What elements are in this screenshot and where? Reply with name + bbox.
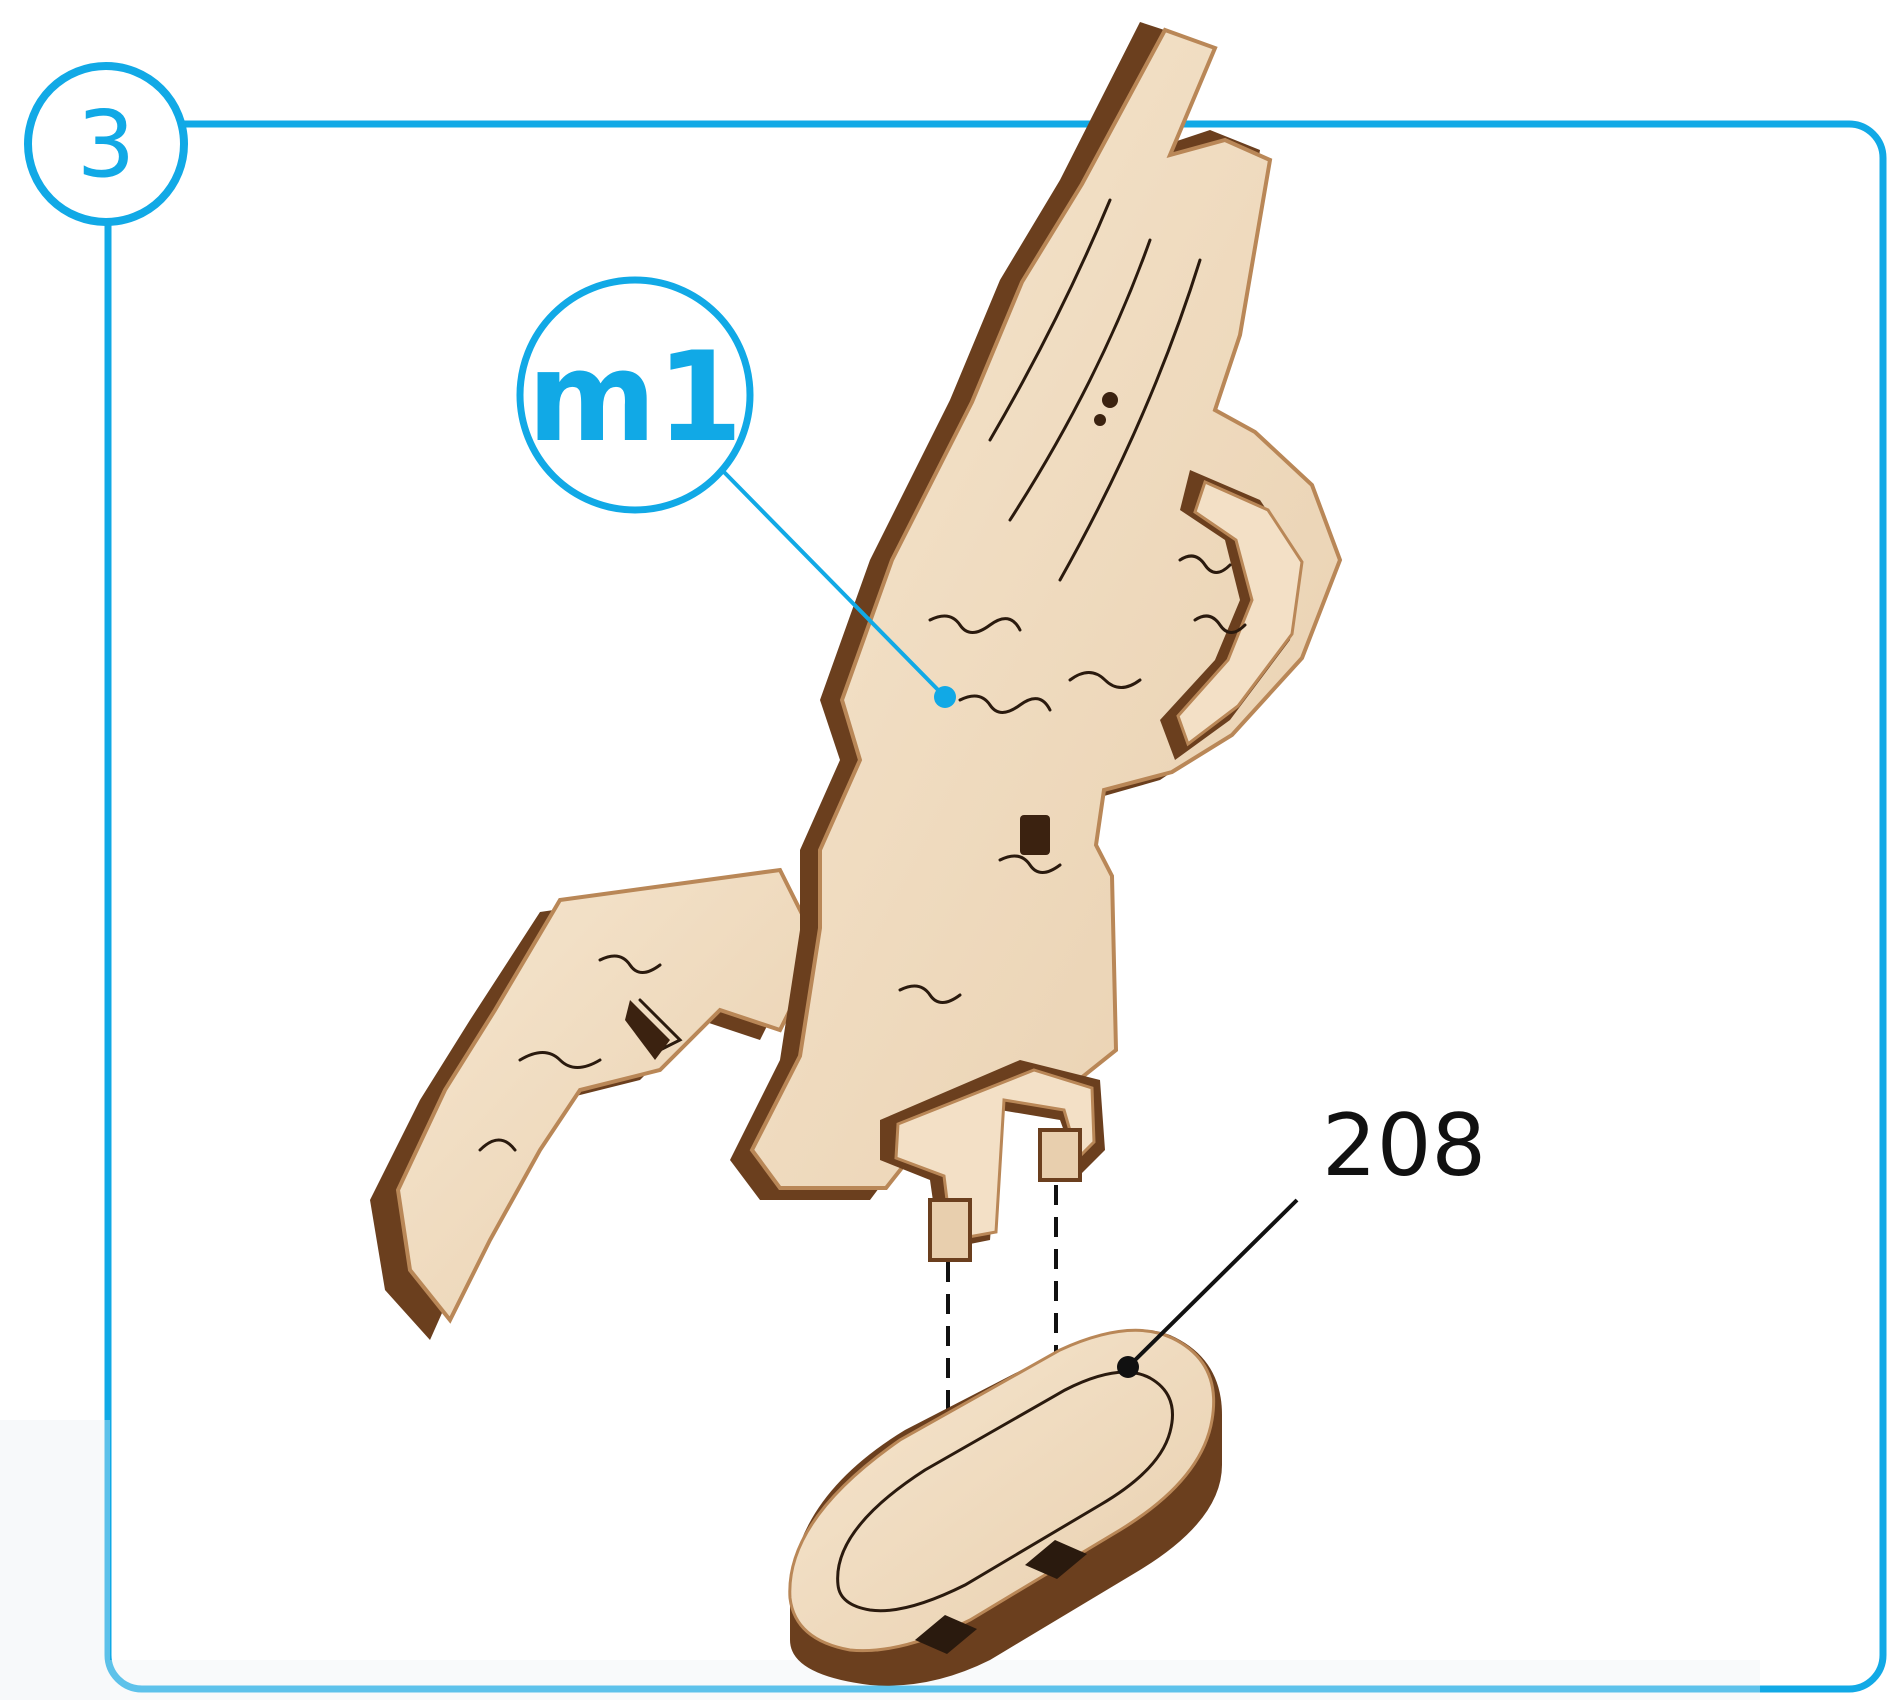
- peg-left: [930, 1200, 970, 1260]
- part-leader-dot: [1117, 1356, 1139, 1378]
- step-number-badge: 3: [28, 66, 184, 222]
- left-wing-face: [398, 870, 820, 1320]
- module-callout-badge: m1: [520, 280, 750, 510]
- part-number-label: 208: [1322, 1096, 1486, 1196]
- part-leader-line: [1128, 1200, 1297, 1367]
- peg-right: [1040, 1130, 1080, 1180]
- module-leader-dot: [934, 686, 956, 708]
- oval-stand-icon: [790, 1329, 1222, 1685]
- step-number: 3: [77, 91, 136, 198]
- dragon-figure-icon: [370, 22, 1340, 1340]
- module-label: m1: [527, 326, 743, 470]
